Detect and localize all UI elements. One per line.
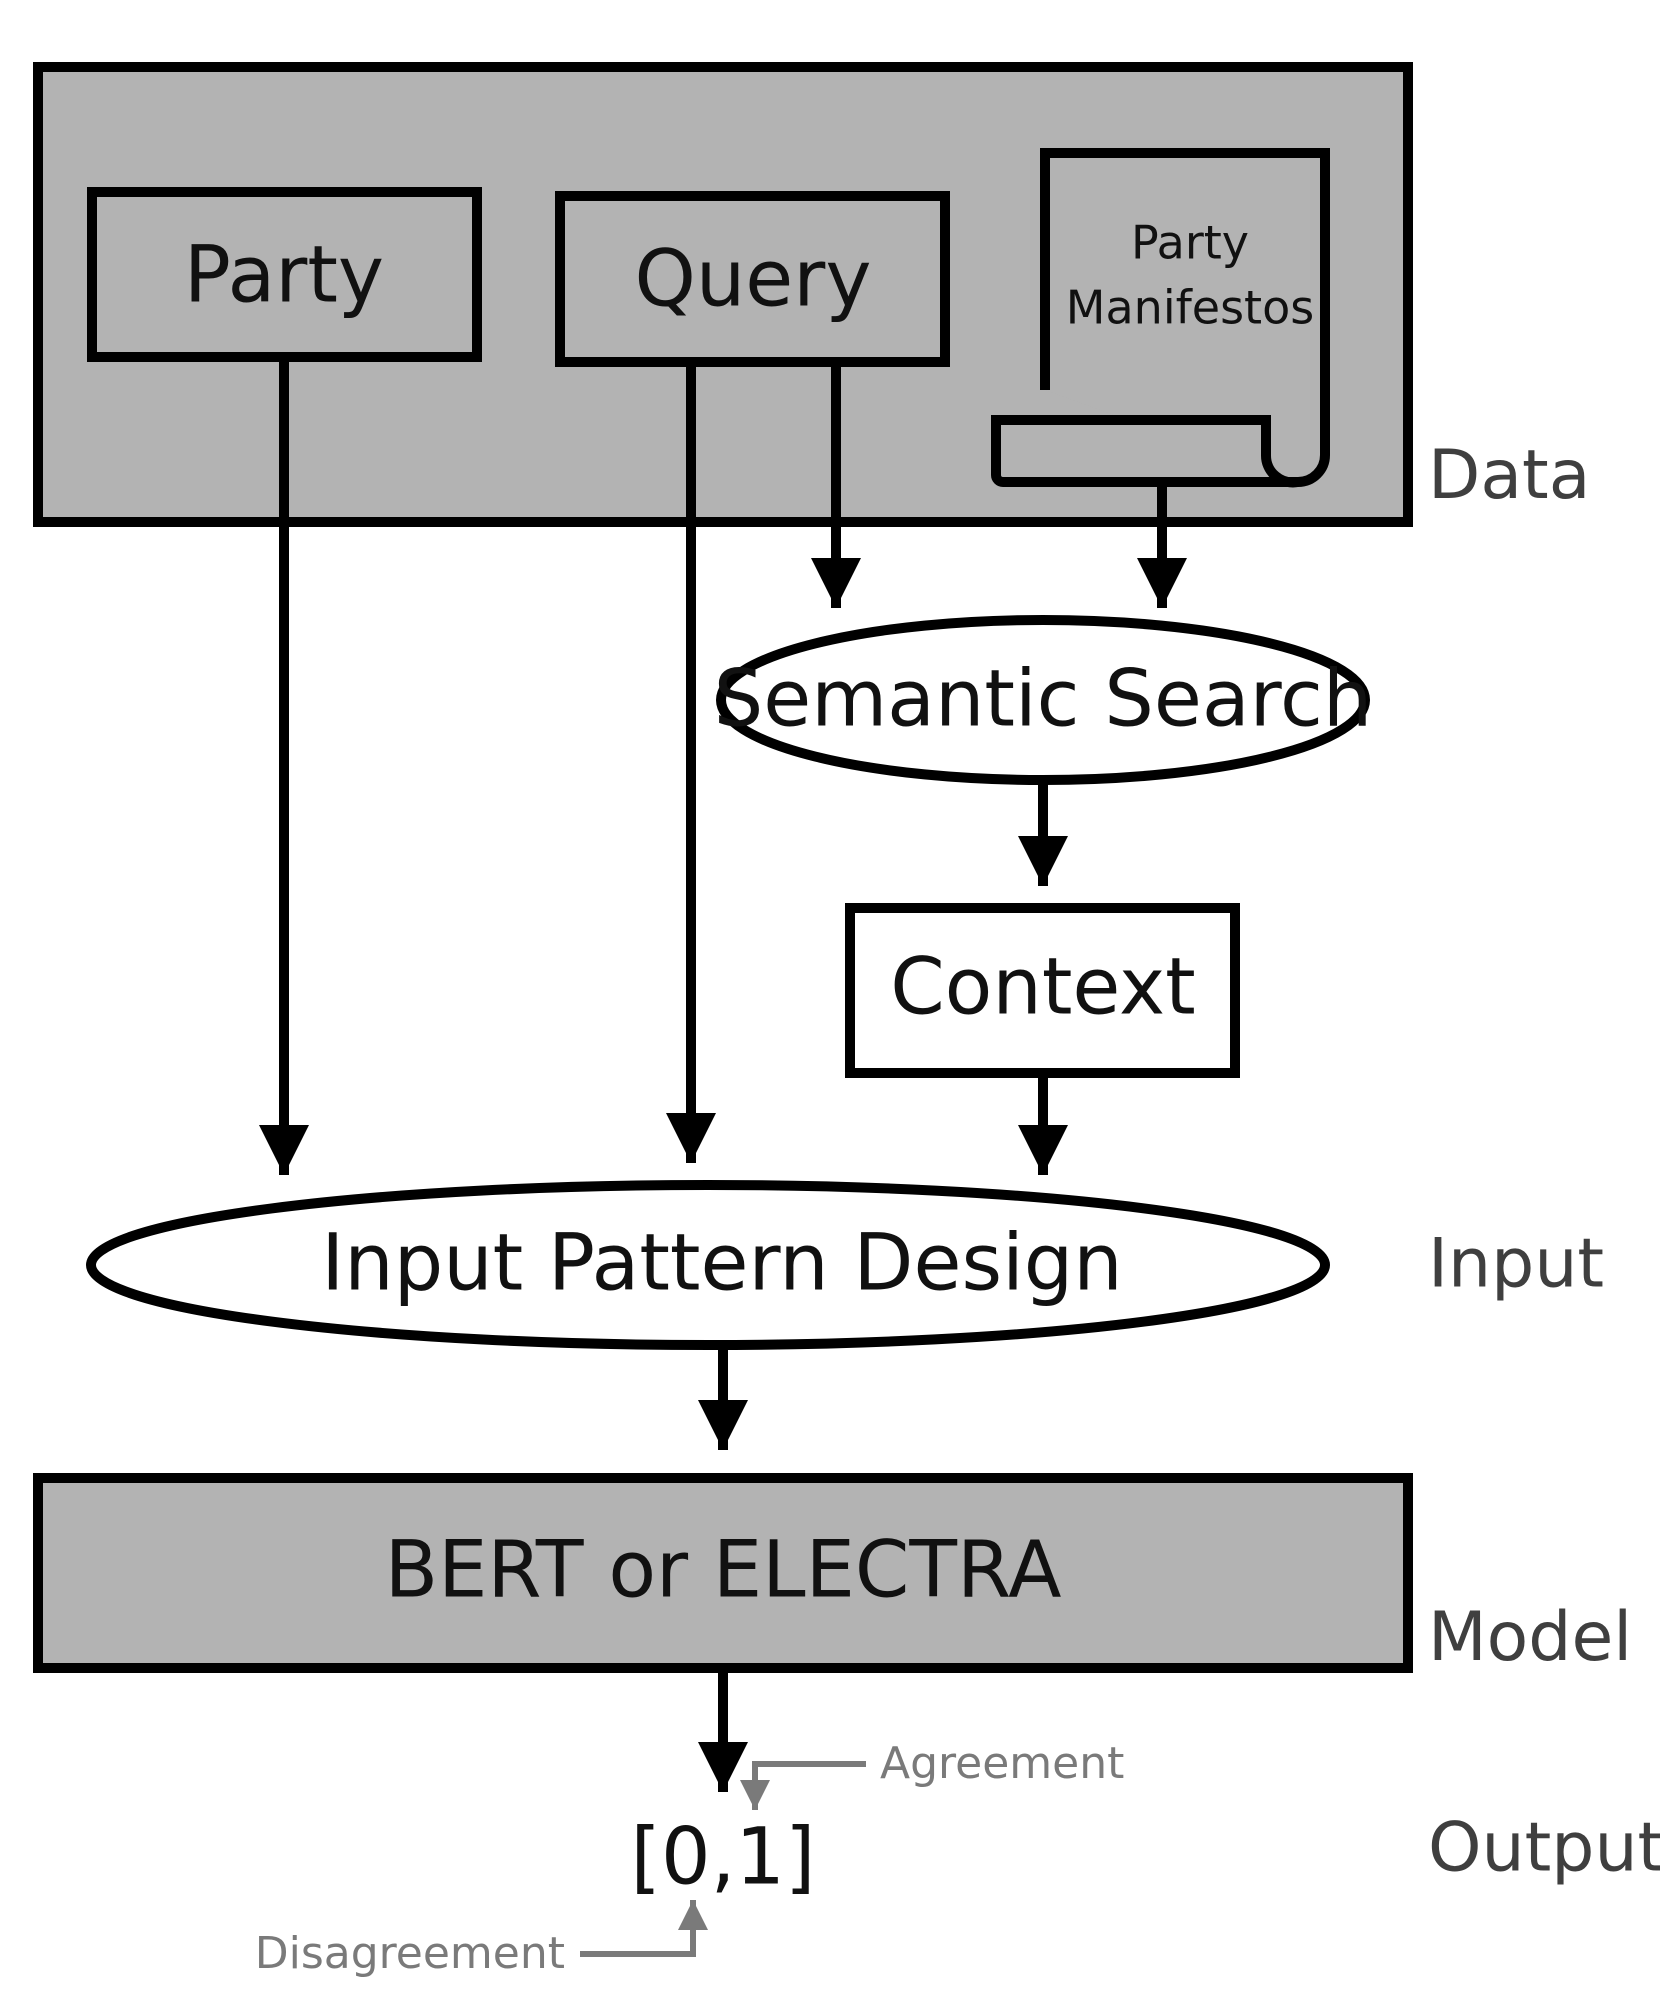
stage-label-data: Data xyxy=(1428,436,1590,515)
context-node: Context xyxy=(845,903,1240,1078)
semantic-search-label: Semantic Search xyxy=(714,654,1373,744)
stage-label-model: Model xyxy=(1428,1598,1632,1677)
manifestos-label-line2: Manifestos xyxy=(1066,281,1314,335)
input-pattern-node: Input Pattern Design xyxy=(86,1180,1330,1350)
disagreement-label: Disagreement xyxy=(255,1928,565,1979)
flow-arrows xyxy=(259,357,1187,1792)
model-label: BERT or ELECTRA xyxy=(385,1525,1062,1615)
manifestos-label-line1: Party xyxy=(1131,216,1249,270)
context-label: Context xyxy=(890,942,1196,1032)
annotation-arrows xyxy=(580,1761,866,1957)
party-label: Party xyxy=(184,230,384,320)
semantic-search-node: Semantic Search xyxy=(714,615,1373,785)
output-value: [0,1] xyxy=(631,1812,816,1902)
query-label: Query xyxy=(634,234,871,324)
manifestos-document: Party Manifestos xyxy=(991,148,1330,488)
disagreement-arrow xyxy=(580,1900,708,1957)
model-node: BERT or ELECTRA xyxy=(33,1473,1413,1673)
party-node: Party xyxy=(87,187,482,362)
agreement-label: Agreement xyxy=(880,1738,1124,1789)
stage-label-input: Input xyxy=(1428,1225,1604,1304)
input-pattern-label: Input Pattern Design xyxy=(321,1218,1122,1308)
query-node: Query xyxy=(555,191,950,367)
agreement-arrow xyxy=(740,1761,866,1810)
stage-label-output: Output xyxy=(1428,1809,1660,1888)
